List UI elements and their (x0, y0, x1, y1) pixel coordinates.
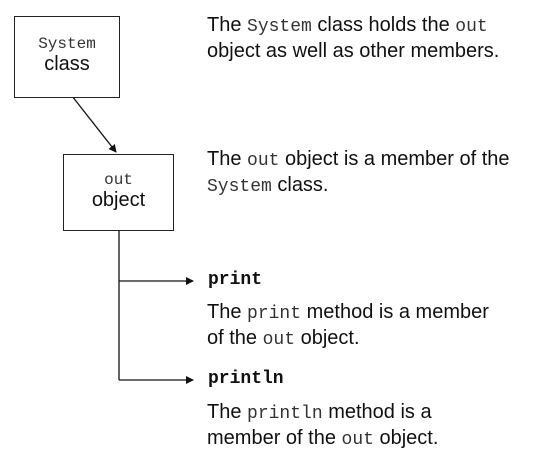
system-class-box: System class (14, 16, 120, 98)
system-description: The System class holds the out object as… (207, 14, 500, 62)
system-box-line2: class (44, 53, 90, 75)
code-system: System (207, 177, 272, 197)
code-out: out (455, 17, 488, 37)
code-println: println (247, 404, 323, 424)
code-out: out (341, 430, 374, 450)
println-description: The println method is a member of the ou… (207, 401, 439, 450)
code-system: System (247, 17, 312, 37)
out-description: The out object is a member of the System… (207, 148, 510, 197)
println-method-label: println (208, 369, 284, 389)
code-print: print (247, 304, 302, 324)
out-object-box: out object (63, 154, 174, 231)
print-method-label: print (208, 270, 263, 290)
print-description: The print method is a member of the out … (207, 301, 489, 350)
system-box-line1: System (38, 35, 96, 53)
system-to-out-arrow (71, 95, 117, 153)
code-out: out (262, 330, 296, 350)
out-box-line1: out (104, 171, 133, 189)
code-out: out (247, 151, 280, 171)
out-box-line2: object (91, 189, 146, 211)
